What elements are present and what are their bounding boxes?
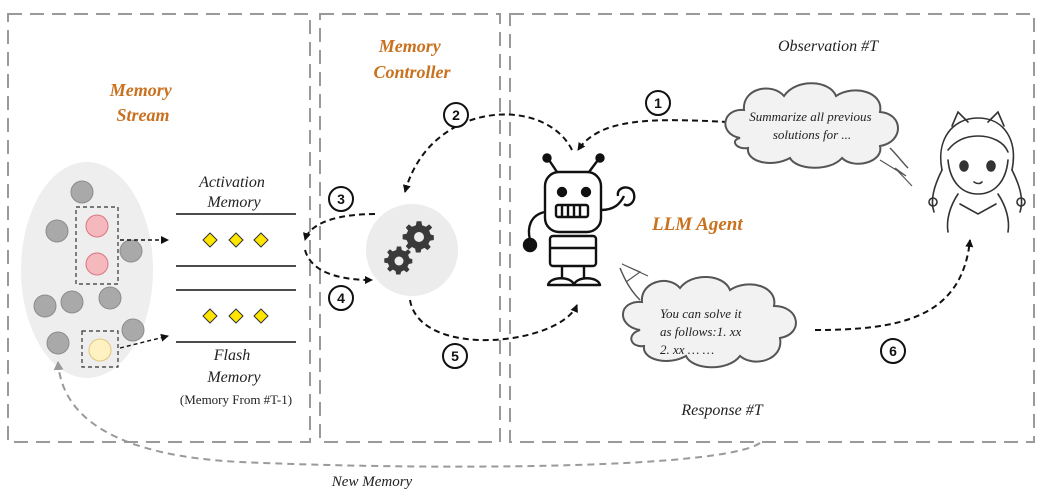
svg-text:6: 6 bbox=[889, 343, 897, 359]
memory-node bbox=[119, 239, 143, 263]
step-5-arrow bbox=[409, 299, 578, 341]
svg-text:1: 1 bbox=[654, 95, 662, 111]
step-4-arrow bbox=[304, 249, 373, 284]
new-memory-arrow bbox=[53, 361, 761, 468]
memory-stream-title: Memory Stream bbox=[109, 80, 177, 125]
flash-memory-label: Flash Memory bbox=[206, 347, 261, 386]
gear-icon bbox=[384, 246, 413, 275]
girl-icon bbox=[928, 110, 1026, 233]
memory-stream-panel bbox=[7, 13, 311, 443]
memory-node bbox=[60, 290, 84, 314]
llm-agent-title: LLM Agent bbox=[651, 214, 743, 235]
memory-node bbox=[121, 318, 145, 342]
activated-memory-node bbox=[85, 252, 109, 276]
response-text: You can solve it as follows:1. xx 2. xx … bbox=[660, 306, 745, 357]
memory-item-diamond bbox=[253, 308, 269, 324]
memory-controller-title: Memory Controller bbox=[373, 36, 451, 82]
flash-memory-note: (Memory From #T-1) bbox=[180, 392, 292, 407]
flash-selection-box bbox=[81, 330, 119, 368]
memory-controller-panel bbox=[319, 13, 501, 443]
memory-item-diamond bbox=[202, 232, 218, 248]
response-label: Response #T bbox=[680, 402, 763, 419]
svg-text:3: 3 bbox=[337, 191, 345, 207]
memory-node bbox=[46, 331, 70, 355]
activation-diamonds bbox=[202, 232, 269, 248]
observation-text: Summarize all previous solutions for ... bbox=[749, 109, 875, 142]
step-3-arrow bbox=[303, 213, 376, 241]
robot-icon bbox=[522, 153, 636, 287]
step-badge-6: 6 bbox=[880, 338, 906, 364]
step-badge-3: 3 bbox=[328, 186, 354, 212]
step-badge-5: 5 bbox=[442, 343, 468, 369]
new-memory-label: New Memory bbox=[331, 474, 413, 490]
cloud-icon bbox=[724, 82, 913, 187]
memory-node bbox=[70, 180, 94, 204]
memory-node bbox=[33, 294, 57, 318]
observation-label: Observation #T bbox=[778, 38, 879, 55]
flash-diamonds bbox=[202, 308, 269, 324]
svg-text:4: 4 bbox=[337, 290, 345, 306]
activation-selection-box bbox=[75, 206, 119, 285]
memory-item-diamond bbox=[253, 232, 269, 248]
step-2-arrow bbox=[402, 113, 573, 193]
svg-text:2: 2 bbox=[452, 107, 460, 123]
svg-text:5: 5 bbox=[451, 348, 459, 364]
activation-memory-label: Activation Memory bbox=[198, 174, 269, 211]
controller-background bbox=[366, 204, 458, 296]
activated-memory-node bbox=[85, 214, 109, 238]
memory-node bbox=[45, 219, 69, 243]
step-1-arrow bbox=[577, 119, 729, 151]
memory-item-diamond bbox=[202, 308, 218, 324]
agent-panel bbox=[509, 13, 1035, 443]
memory-node bbox=[98, 286, 122, 310]
step-badge-1: 1 bbox=[645, 90, 671, 116]
flash-memory-node bbox=[88, 338, 112, 362]
step-badge-2: 2 bbox=[443, 102, 469, 128]
step-6-arrow bbox=[814, 239, 974, 331]
memory-stream-cluster bbox=[21, 162, 153, 378]
memory-item-diamond bbox=[228, 232, 244, 248]
step-badge-4: 4 bbox=[328, 285, 354, 311]
memory-item-diamond bbox=[228, 308, 244, 324]
gear-icon bbox=[402, 221, 434, 253]
flash-link-arrow bbox=[119, 333, 169, 349]
cloud-icon bbox=[619, 263, 797, 369]
